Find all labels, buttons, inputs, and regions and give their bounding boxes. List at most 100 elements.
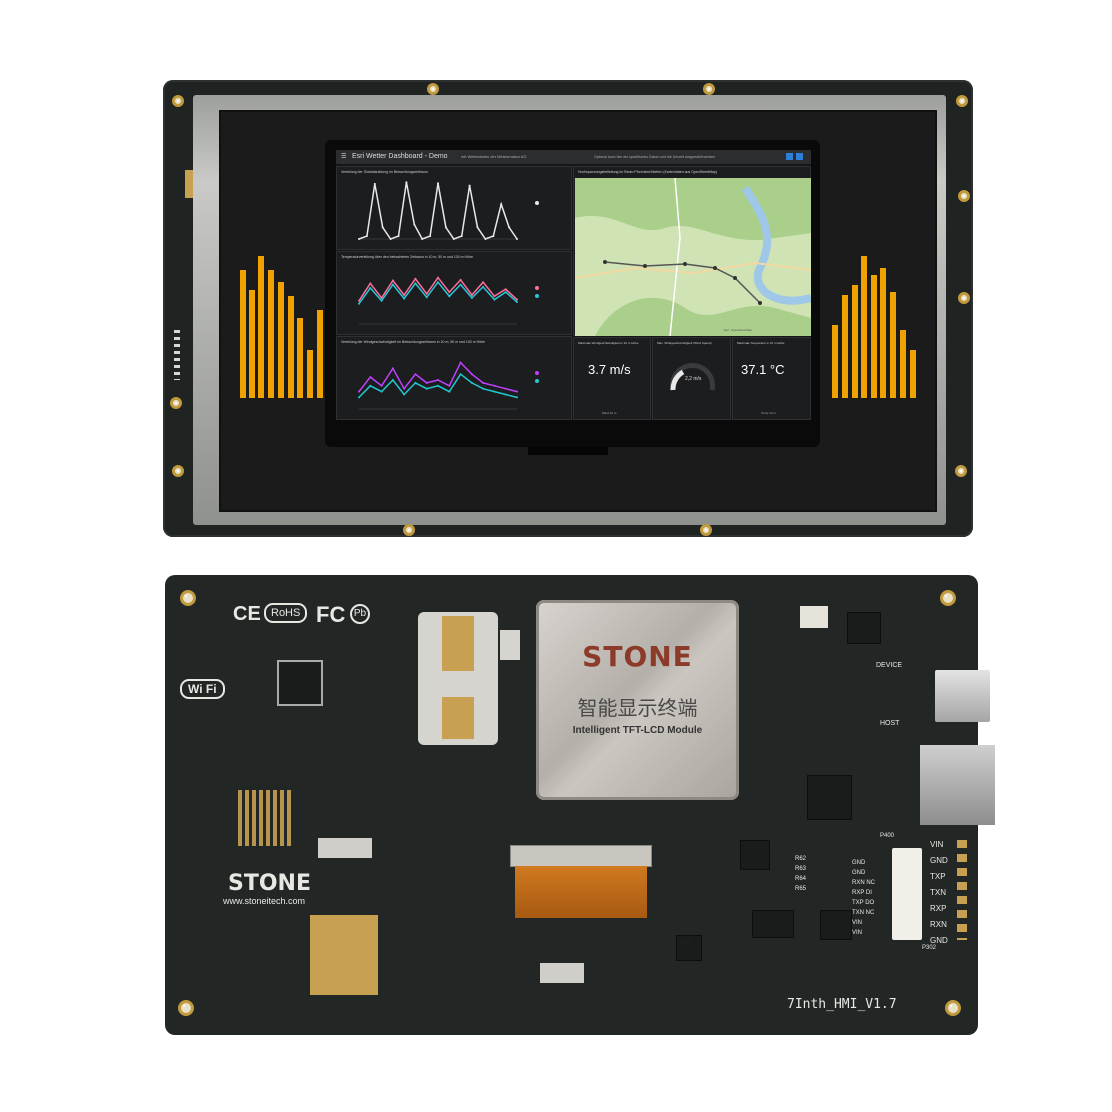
mount-hole (172, 465, 184, 477)
mount-hole (700, 524, 712, 536)
date-picker-icon[interactable] (786, 153, 793, 160)
data-point (448, 384, 451, 387)
mount-hole (172, 95, 184, 107)
time-picker-icon[interactable] (796, 153, 803, 160)
battery-holder (418, 612, 498, 745)
mount-hole (403, 524, 415, 536)
ground-pad (310, 915, 378, 995)
mount-hole (958, 190, 970, 202)
small-fpc-connector (318, 838, 372, 858)
data-point (444, 226, 447, 229)
bottom-fpc-connector (540, 963, 584, 983)
data-point (516, 298, 518, 301)
resistor-label: R62 (795, 856, 807, 862)
data-point (470, 373, 473, 376)
usb-port[interactable] (935, 670, 990, 722)
map-view[interactable] (575, 178, 811, 336)
data-point (403, 393, 406, 396)
data-point (437, 281, 439, 284)
monitor-stand (528, 447, 608, 455)
mount-hole (703, 83, 715, 95)
data-point (484, 238, 487, 240)
data-point (459, 361, 462, 364)
data-point (358, 390, 360, 393)
data-point (516, 238, 518, 240)
decor-bar (871, 275, 877, 398)
usb-host-label: HOST (880, 720, 900, 727)
data-point (437, 276, 439, 279)
data-point (460, 235, 463, 238)
usb-device-label: DEVICE (876, 662, 903, 669)
pin-label: RXP DI (852, 890, 872, 896)
wifi-badge: Wi Fi (180, 679, 225, 699)
panel-title: Maximale Windgeschwindigkeit in 10 m Höh… (578, 341, 639, 345)
pin-label: VIN (852, 930, 863, 936)
pin-label: VIN (930, 840, 944, 849)
data-point (414, 282, 417, 285)
panel-title: Max. Windgeschwindigkeit (Wind Speed) (657, 341, 712, 345)
decor-bar (861, 256, 867, 398)
data-point (459, 278, 462, 281)
pin-header (174, 330, 180, 380)
data-point (470, 296, 473, 299)
inductor (847, 612, 881, 644)
panel-global-radiation: Verteilung der Globalstrahlung im Betrac… (336, 166, 572, 250)
dashboard-title: Esri Wetter Dashboard - Demo (352, 153, 448, 160)
decor-bar (249, 290, 255, 398)
data-point (448, 291, 451, 294)
max-wind-footer: Wind 10 m (602, 411, 617, 415)
legend-swatch[interactable] (535, 294, 539, 298)
panel-map: Hochspannungsfreileitung im Raum Pforzhe… (573, 166, 811, 336)
legend-swatch[interactable] (535, 201, 539, 205)
legend-swatch[interactable] (535, 286, 539, 290)
panel-title: Verteilung der Globalstrahlung im Betrac… (341, 170, 428, 174)
mount-hole (170, 397, 182, 409)
pin-label: TXN NC (852, 910, 875, 916)
data-point (425, 381, 428, 384)
data-point (459, 283, 462, 286)
ce-mark: CE (233, 603, 261, 625)
data-point (448, 390, 451, 393)
mount-hole (940, 590, 956, 606)
decor-bar (832, 325, 838, 398)
data-point (482, 281, 485, 284)
data-point (493, 390, 496, 393)
menu-icon[interactable]: ☰ (341, 154, 347, 160)
fc-mark: FC (316, 602, 346, 627)
inductor-1r0 (676, 935, 702, 961)
legend-swatch[interactable] (535, 371, 539, 375)
series-line (358, 280, 518, 305)
pin-label: RXN (930, 920, 947, 929)
mount-hole (955, 465, 967, 477)
data-point (413, 223, 416, 226)
data-point (414, 381, 417, 384)
pin-label: GND (930, 936, 948, 945)
dashboard-titlebar: ☰ Esri Wetter Dashboard - Demo mit Wette… (336, 150, 811, 164)
data-point (493, 298, 496, 301)
data-point (425, 296, 428, 299)
decor-bar (910, 350, 916, 398)
panel-title: Verteilung der Windgeschwindigkeit im Be… (341, 340, 485, 344)
data-point (476, 226, 479, 229)
data-point (425, 387, 428, 390)
decor-bar (278, 282, 284, 398)
data-point (414, 373, 417, 376)
data-point (500, 203, 503, 206)
pin-label: RXP (930, 904, 947, 913)
reset-button[interactable] (500, 630, 520, 660)
data-point (380, 384, 383, 387)
pb-free-mark: Pb (350, 604, 370, 624)
series-line (358, 361, 518, 393)
chip-brand: STONE (582, 640, 693, 673)
wifi-chip (277, 660, 323, 706)
legend-swatch[interactable] (535, 379, 539, 383)
data-point (493, 295, 496, 298)
decor-bar (258, 256, 264, 398)
data-point (504, 393, 507, 396)
decor-bar (307, 350, 313, 398)
data-point (504, 288, 507, 291)
port-label: P400 (880, 833, 895, 839)
jst-connector (800, 606, 828, 628)
network-port[interactable] (920, 745, 995, 825)
chip-english-label: Intelligent TFT-LCD Module (572, 725, 703, 736)
